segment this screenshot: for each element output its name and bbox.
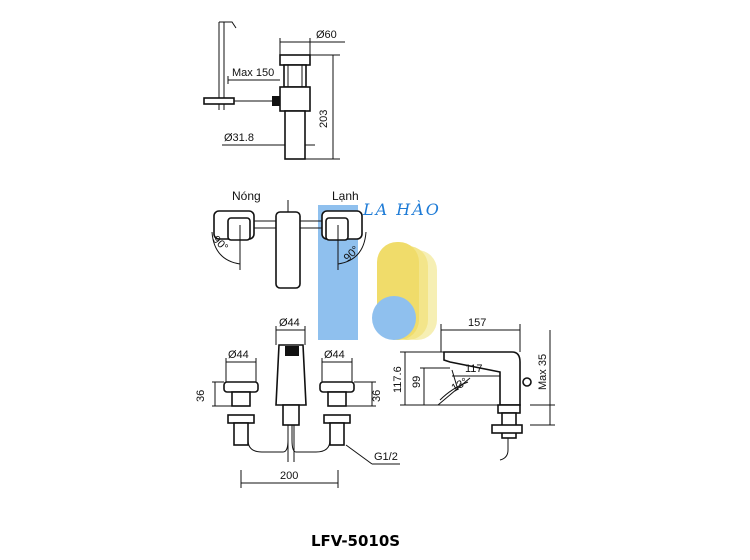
- dim-drain-dia-top: Ø60: [316, 29, 337, 41]
- dim-max-deck: Max 35: [537, 354, 549, 390]
- dim-thread: G1/2: [374, 451, 398, 463]
- dim-right-height: 36: [371, 390, 383, 402]
- dim-height-outlet: 99: [411, 376, 423, 388]
- dim-angle: 13°: [450, 376, 470, 395]
- dim-drain-pipe: Ø31.8: [224, 132, 254, 144]
- dim-projection: 117: [465, 363, 483, 375]
- front-view-drawing: Ø44 Ø44 36 Ø44 36: [195, 317, 400, 488]
- dim-spacing: 200: [280, 470, 298, 482]
- dim-spout-dia: Ø44: [279, 317, 300, 329]
- drain-drawing: Ø60 Max 150 203 Ø31.8: [203, 21, 345, 160]
- dim-drain-max: Max 150: [232, 67, 274, 79]
- label-hot: Nóng: [232, 189, 261, 203]
- top-view-drawing: Nóng Lạnh 90° 90°: [210, 189, 367, 289]
- side-view-drawing: 157 Max 35 117.6 99 117 13°: [392, 317, 555, 461]
- dim-right-dia: Ø44: [324, 349, 345, 361]
- watermark-text: LA HÀO: [362, 199, 441, 219]
- model-code: LFV-5010S: [311, 532, 400, 550]
- label-cold: Lạnh: [332, 189, 359, 203]
- dim-left-dia: Ø44: [228, 349, 249, 361]
- dim-drain-height: 203: [318, 110, 330, 128]
- dim-height-total: 117.6: [392, 366, 404, 393]
- dim-reach: 157: [468, 317, 486, 329]
- dim-left-height: 36: [195, 390, 207, 402]
